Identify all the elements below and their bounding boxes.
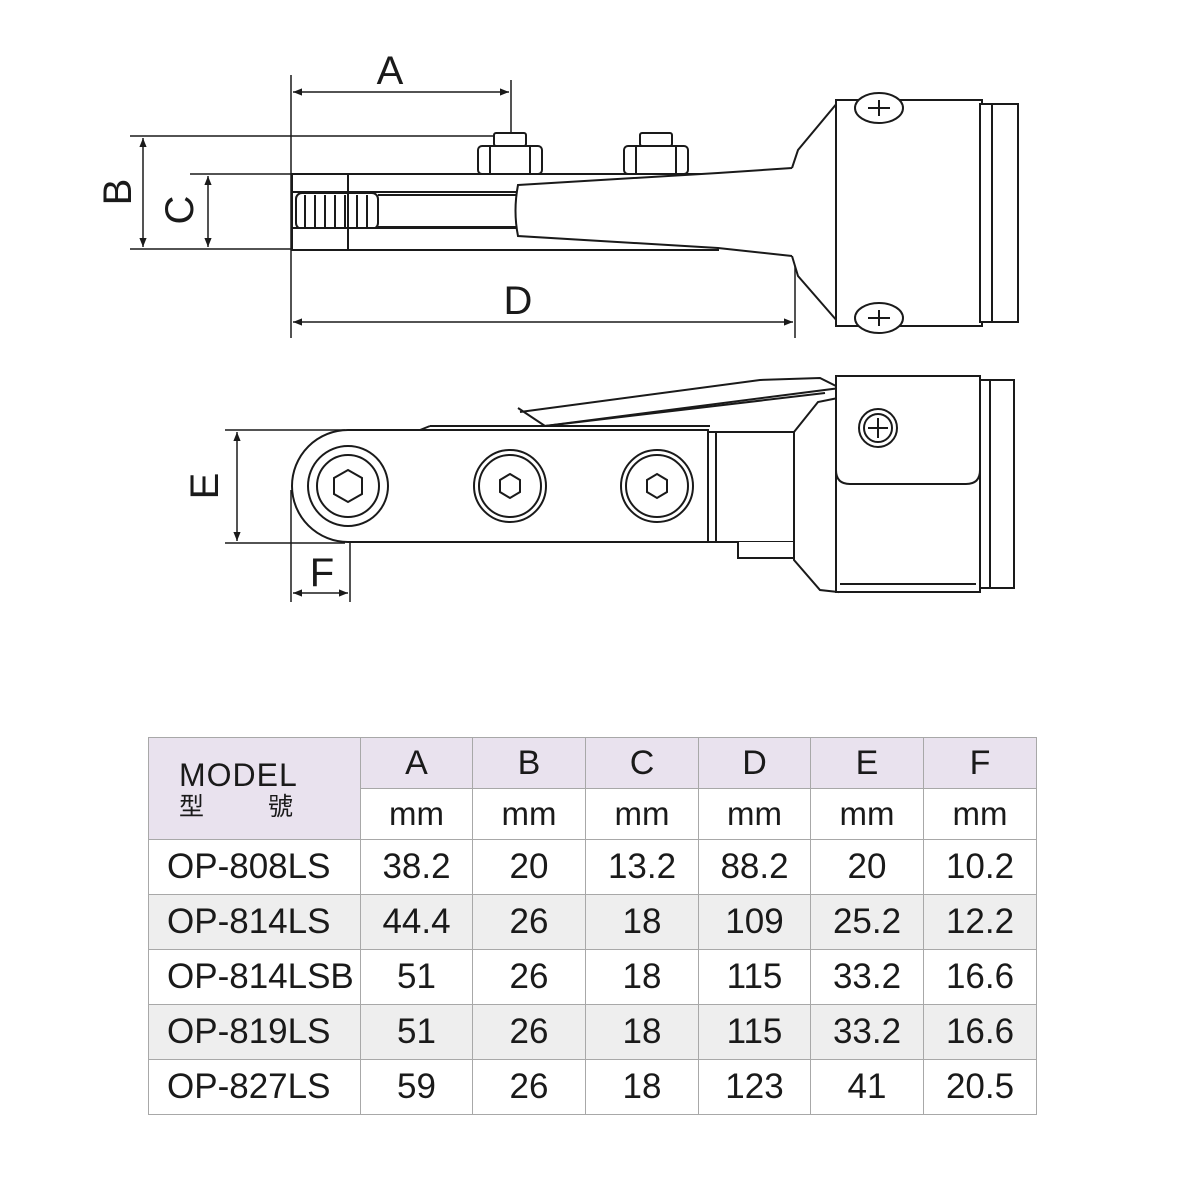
value-cell: 20 (472, 839, 586, 895)
dim-label-f: F (310, 551, 334, 595)
value-cell: 18 (585, 1059, 699, 1115)
unit-cell: mm (472, 788, 586, 840)
model-cell: OP-814LSB (148, 949, 361, 1005)
value-cell: 115 (698, 1004, 811, 1060)
table-row: OP-814LS 44.4 26 18 109 25.2 12.2 (148, 894, 1037, 950)
value-cell: 44.4 (360, 894, 473, 950)
value-cell: 26 (472, 949, 586, 1005)
table-header-row: MODEL 型號 A B C D E F (148, 737, 1037, 840)
table-row: OP-819LS 51 26 18 115 33.2 16.6 (148, 1004, 1037, 1060)
value-cell: 51 (360, 1004, 473, 1060)
col-header-f: F (923, 737, 1037, 789)
value-cell: 59 (360, 1059, 473, 1115)
value-cell: 33.2 (810, 949, 924, 1005)
top-view (130, 75, 1019, 338)
model-header-zh-1: 型 (179, 792, 209, 821)
value-cell: 109 (698, 894, 811, 950)
unit-cell: mm (698, 788, 811, 840)
value-cell: 38.2 (360, 839, 473, 895)
value-cell: 18 (585, 1004, 699, 1060)
value-cell: 20 (810, 839, 924, 895)
value-cell: 13.2 (585, 839, 699, 895)
model-header-en: MODEL (179, 756, 298, 793)
side-view (225, 375, 1015, 602)
value-cell: 18 (585, 894, 699, 950)
unit-cell: mm (360, 788, 473, 840)
model-cell: OP-814LS (148, 894, 361, 950)
model-header-zh-2: 號 (268, 792, 298, 821)
value-cell: 26 (472, 894, 586, 950)
dim-label-e: E (183, 473, 227, 500)
col-header-c: C (585, 737, 699, 789)
model-cell: OP-827LS (148, 1059, 361, 1115)
col-header-d: D (698, 737, 811, 789)
value-cell: 115 (698, 949, 811, 1005)
value-cell: 33.2 (810, 1004, 924, 1060)
value-cell: 88.2 (698, 839, 811, 895)
technical-drawing: A D B C (96, 49, 1019, 602)
value-cell: 18 (585, 949, 699, 1005)
value-cell: 20.5 (923, 1059, 1037, 1115)
dim-label-b: B (96, 179, 140, 206)
unit-cell: mm (585, 788, 699, 840)
col-header-e: E (810, 737, 924, 789)
model-cell: OP-819LS (148, 1004, 361, 1060)
value-cell: 12.2 (923, 894, 1037, 950)
value-cell: 10.2 (923, 839, 1037, 895)
dim-label-d: D (504, 279, 533, 323)
value-cell: 123 (698, 1059, 811, 1115)
model-cell: OP-808LS (148, 839, 361, 895)
value-cell: 16.6 (923, 1004, 1037, 1060)
table-row: OP-808LS 38.2 20 13.2 88.2 20 10.2 (148, 839, 1037, 895)
table-row: OP-814LSB 51 26 18 115 33.2 16.6 (148, 949, 1037, 1005)
value-cell: 51 (360, 949, 473, 1005)
col-header-b: B (472, 737, 586, 789)
model-header-zh: 型號 (179, 793, 360, 821)
dim-label-c: C (158, 196, 202, 225)
spec-table: MODEL 型號 A B C D E F mm mm mm mm mm mm O… (148, 737, 1037, 1115)
dim-label-a: A (377, 49, 404, 93)
value-cell: 16.6 (923, 949, 1037, 1005)
value-cell: 26 (472, 1004, 586, 1060)
unit-cell: mm (923, 788, 1037, 840)
value-cell: 26 (472, 1059, 586, 1115)
value-cell: 41 (810, 1059, 924, 1115)
table-row: OP-827LS 59 26 18 123 41 20.5 (148, 1059, 1037, 1115)
model-header-cell: MODEL 型號 (148, 737, 361, 840)
col-header-a: A (360, 737, 473, 789)
unit-cell: mm (810, 788, 924, 840)
value-cell: 25.2 (810, 894, 924, 950)
